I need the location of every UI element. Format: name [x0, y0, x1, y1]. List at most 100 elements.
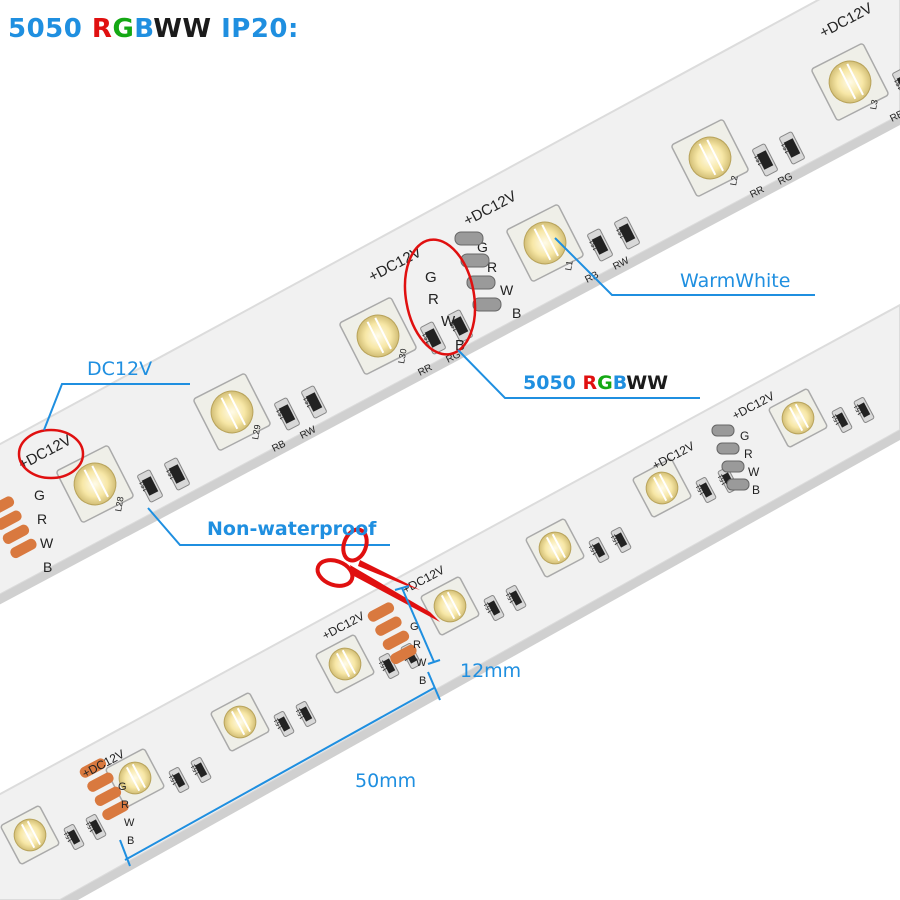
pin-label: R — [744, 447, 753, 461]
pin-label: G — [425, 269, 437, 286]
led-strip-upper: 151151L28151151RBRWL29151151RRRGL3015115… — [0, 0, 900, 605]
pin-label: R — [37, 511, 47, 527]
pin-label: R — [121, 799, 129, 811]
scissors-icon — [315, 527, 440, 622]
resistor-code: 151 — [588, 238, 600, 252]
resistor: 151 — [588, 537, 610, 563]
led-chip — [811, 43, 889, 121]
pin-pad — [711, 424, 735, 437]
product-title: 5050 RGBWW IP20: — [8, 14, 299, 44]
pin-label: R — [428, 291, 439, 308]
resistor-code: 151 — [168, 773, 180, 787]
resistor-code: 151 — [295, 707, 307, 721]
pitch-dimension — [119, 671, 441, 867]
resistor-code: 151 — [615, 226, 627, 240]
resistor-code: 151 — [831, 413, 843, 427]
pitch-dimension-label: 50mm — [355, 770, 417, 792]
resistor: 151 — [168, 767, 190, 793]
resistor-code: 151 — [378, 659, 390, 673]
resistor: 151 — [447, 309, 473, 343]
resistor: 151 — [892, 67, 900, 101]
led-chip — [671, 119, 749, 197]
led-chip — [0, 805, 60, 865]
resistor: 151 — [614, 216, 640, 250]
resistor: 151 — [752, 143, 778, 177]
pin-label: B — [43, 559, 52, 575]
resistor: 151 — [274, 397, 300, 431]
resistor: 151 — [295, 701, 317, 727]
pin-label: B — [512, 305, 521, 321]
strip-edge-lower — [60, 430, 900, 900]
resistor-code: 151 — [717, 473, 729, 487]
resistor-code: 151 — [780, 141, 792, 155]
pin-label: G — [740, 429, 749, 443]
led-chip — [420, 576, 480, 636]
led-type-callout: 5050 RGBWW — [523, 372, 669, 394]
resistor: 151 — [610, 527, 632, 553]
resistor: 151 — [695, 477, 717, 503]
resistor-code: 151 — [275, 407, 287, 421]
pin-highlight-ellipse — [403, 238, 477, 356]
pin-label: G — [34, 487, 45, 503]
resistor-code: 151 — [273, 717, 285, 731]
inductor-label: L30 — [396, 348, 408, 365]
led-chip — [506, 204, 584, 282]
resistor: 151 — [63, 824, 85, 850]
led-chip — [632, 458, 692, 518]
resistor: 151 — [483, 595, 505, 621]
width-dimension-label: 12mm — [460, 660, 522, 682]
resistor-code: 151 — [448, 319, 460, 333]
pin-pad — [726, 478, 750, 491]
pin-label: R — [413, 639, 421, 651]
resistor-code: 151 — [421, 331, 433, 345]
led-strip-lower: 1511511511511511511511511511511511511511… — [0, 303, 900, 900]
pin-label: B — [419, 675, 426, 687]
led-chip — [768, 388, 828, 448]
led-chip — [193, 373, 271, 451]
solder-pads — [0, 496, 37, 559]
resistor: 151 — [853, 397, 875, 423]
inductor-label: L1 — [563, 260, 575, 272]
resistor-code: 151 — [588, 543, 600, 557]
led-chip — [210, 692, 270, 752]
pin-label: B — [455, 337, 465, 354]
dc12v-callout: DC12V — [87, 358, 153, 380]
resistor-code: 151 — [190, 763, 202, 777]
resistor: 151 — [779, 131, 805, 165]
warmwhite-callout: WarmWhite — [680, 270, 791, 292]
resistor-code: 151 — [63, 830, 75, 844]
resistor: 151 — [164, 457, 190, 491]
pin-pad — [466, 275, 496, 290]
pin-label: W — [416, 657, 427, 669]
non-waterproof-leader-line — [147, 507, 390, 546]
pin-label: G — [118, 781, 127, 793]
resistor: 151 — [85, 814, 107, 840]
led-chip — [339, 297, 417, 375]
pin-pad — [721, 460, 745, 473]
pin-label: R — [487, 259, 497, 275]
strip-edge-upper — [0, 115, 900, 605]
pin-label: G — [410, 621, 419, 633]
resistor-code: 151 — [853, 403, 865, 417]
resistor-code: 151 — [138, 479, 150, 493]
dc12v-leader-line — [43, 383, 190, 431]
resistor: 151 — [273, 711, 295, 737]
pin-label: W — [441, 313, 456, 330]
rgbww-leader-line — [457, 349, 700, 399]
resistor: 151 — [831, 407, 853, 433]
inductor-label: L2 — [728, 175, 740, 187]
resistor-code: 151 — [610, 533, 622, 547]
resistor: 151 — [190, 757, 212, 783]
resistor-code: 151 — [483, 601, 495, 615]
pin-label: B — [127, 835, 134, 847]
pin-label: W — [500, 282, 514, 298]
resistor: 151 — [587, 228, 613, 262]
inductor-label: L3 — [868, 99, 880, 111]
pin-label: W — [124, 817, 135, 829]
pin-pad — [472, 297, 502, 312]
solder-pads — [79, 758, 129, 821]
resistor: 151 — [301, 385, 327, 419]
non-waterproof-callout: Non-waterproof — [207, 518, 377, 540]
pin-label: W — [748, 465, 760, 479]
